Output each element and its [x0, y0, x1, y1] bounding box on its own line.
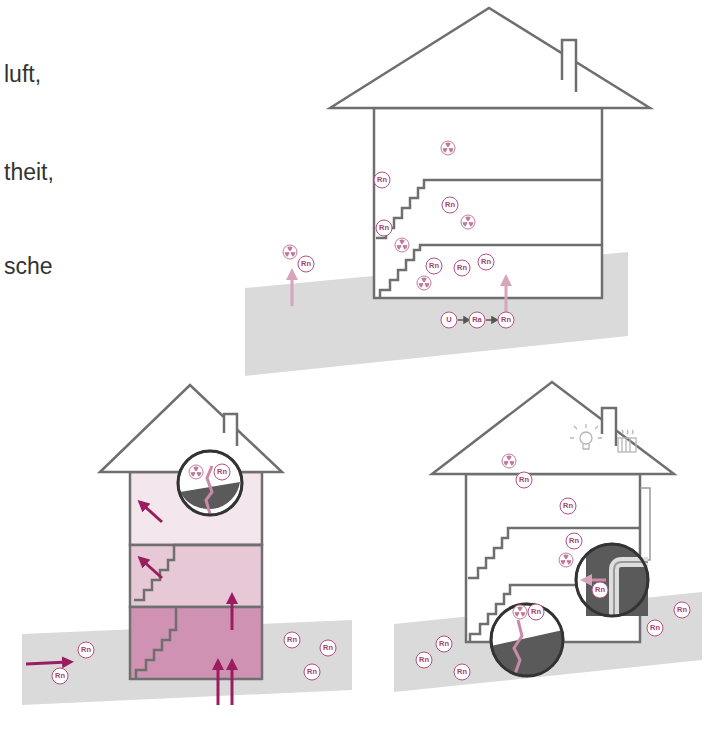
element-symbol: Rn — [526, 606, 546, 618]
element-symbol: Rn — [514, 474, 534, 486]
element-symbol: U — [439, 314, 459, 326]
element-symbol: Rn — [318, 642, 338, 654]
element-symbol: Rn — [302, 666, 322, 678]
element-symbol: Rn — [558, 500, 578, 512]
element-symbol: Rn — [282, 634, 302, 646]
element-symbol: Rn — [645, 622, 665, 634]
element-symbol: Rn — [476, 256, 496, 268]
text-fragment: theit, — [4, 158, 54, 186]
element-symbol: Rn — [374, 222, 394, 234]
element-symbol: Rn — [564, 535, 584, 547]
text-fragment: sche — [4, 252, 53, 280]
element-symbol: Ra — [467, 314, 487, 326]
element-symbol: Rn — [590, 584, 610, 596]
ground — [22, 252, 702, 705]
radon-flow-arrows — [26, 504, 232, 705]
element-symbol: Rn — [434, 638, 454, 650]
element-symbol: Rn — [414, 654, 434, 666]
element-symbol: Rn — [424, 260, 444, 272]
element-symbol: Rn — [452, 262, 472, 274]
element-symbol: Rn — [452, 666, 472, 678]
house-left — [100, 385, 282, 679]
element-symbol: Rn — [76, 644, 96, 656]
element-symbol: Rn — [296, 258, 316, 270]
element-symbol: Rn — [372, 174, 392, 186]
radon-rise-arrows — [292, 274, 506, 312]
element-symbol: Rn — [440, 199, 460, 211]
element-symbol: Rn — [496, 314, 516, 326]
element-symbol: Rn — [50, 670, 70, 682]
radiation-symbols — [189, 141, 573, 619]
element-symbol: Rn — [212, 466, 232, 478]
text-fragment: luft, — [4, 60, 41, 88]
house-right — [432, 382, 674, 676]
house-top — [330, 8, 650, 298]
element-symbol: Rn — [672, 604, 692, 616]
